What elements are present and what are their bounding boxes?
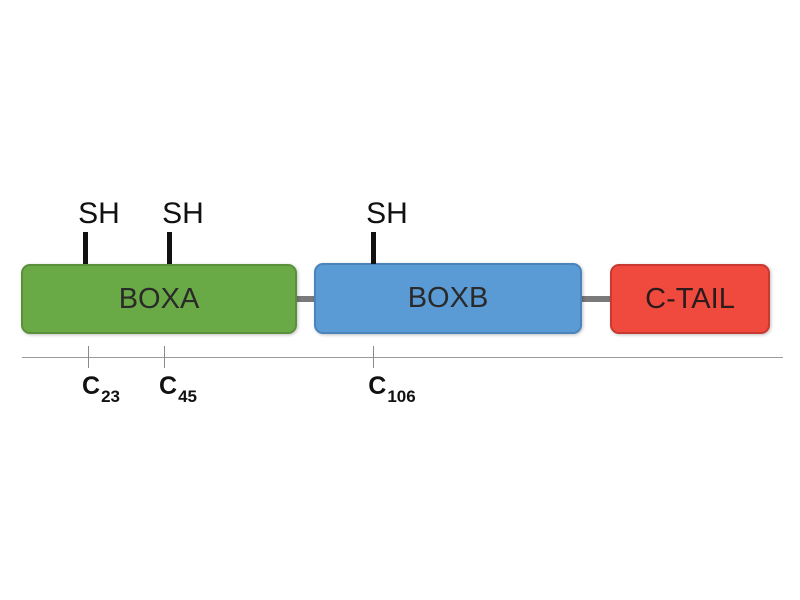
residue-number: 45 xyxy=(178,387,197,406)
thiol-stick-c23 xyxy=(83,232,88,264)
axis-tick-c45 xyxy=(164,346,165,368)
boxa-label: BOXA xyxy=(118,282,200,315)
linker-boxa-boxb xyxy=(296,296,315,302)
boxb-domain: BOXB xyxy=(314,263,582,334)
thiol-label-c45: SH xyxy=(162,197,204,230)
residue-label-c45: C45 xyxy=(159,372,197,406)
thiol-stick-c106 xyxy=(371,232,376,264)
residue-number: 23 xyxy=(101,387,120,406)
residue-letter: C xyxy=(82,372,101,400)
thiol-stick-c45 xyxy=(167,232,172,264)
boxa-domain: BOXA xyxy=(21,264,297,334)
c-tail-label: C-TAIL xyxy=(645,282,735,315)
residue-letter: C xyxy=(159,372,178,400)
boxb-label: BOXB xyxy=(407,282,489,314)
linker-boxb-ctail xyxy=(581,296,611,302)
residue-letter: C xyxy=(368,372,387,400)
residue-label-c23: C23 xyxy=(82,372,120,406)
thiol-label-c106: SH xyxy=(366,197,408,230)
axis-tick-c23 xyxy=(88,346,89,368)
c-tail-domain: C-TAIL xyxy=(610,264,770,334)
residue-label-c106: C106 xyxy=(368,372,415,406)
residue-number: 106 xyxy=(387,387,416,406)
axis-tick-c106 xyxy=(373,346,374,368)
thiol-label-c23: SH xyxy=(78,197,120,230)
sequence-axis xyxy=(22,357,783,358)
